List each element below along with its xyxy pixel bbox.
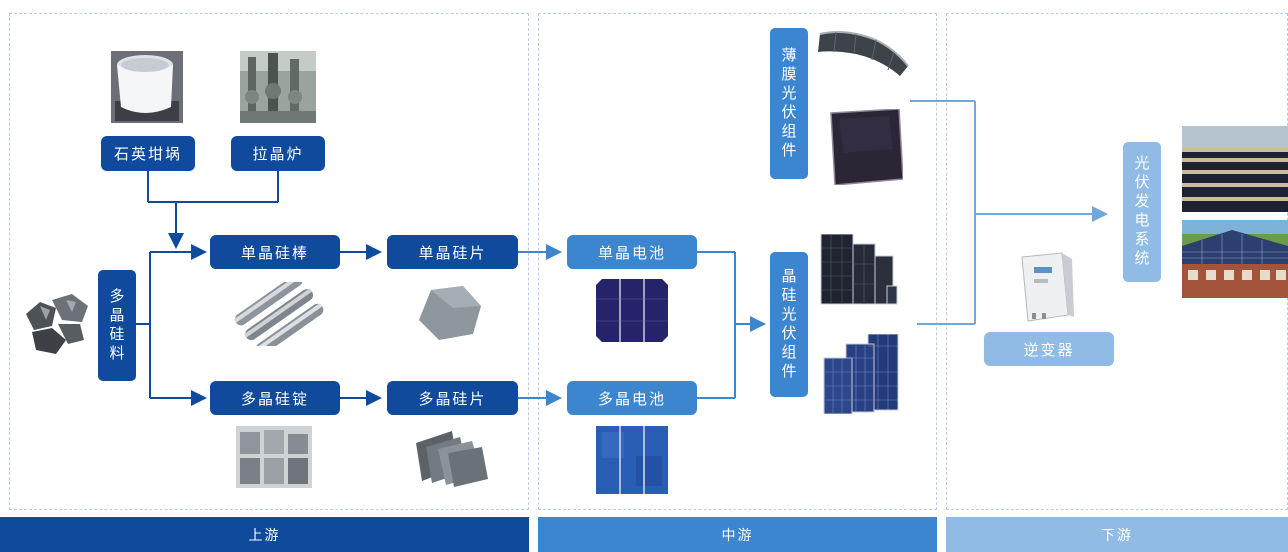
poly-panels-image bbox=[822, 333, 900, 415]
inverter-box: 逆变器 bbox=[984, 332, 1114, 366]
upstream-panel bbox=[9, 13, 529, 510]
mono-wafer-image bbox=[413, 282, 485, 342]
thin-film-panel-image bbox=[829, 108, 904, 186]
solar-farm-image bbox=[1182, 126, 1288, 212]
rooftop-solar-image bbox=[1182, 220, 1288, 298]
crystalline-panels-image bbox=[819, 233, 899, 308]
pv-system-box: 光伏发电系统 bbox=[1123, 142, 1161, 282]
poly-cell-image bbox=[596, 426, 668, 494]
polysilicon-material-image bbox=[22, 292, 90, 356]
poly-wafer-image bbox=[412, 425, 490, 489]
quartz-crucible-box: 石英坩埚 bbox=[101, 136, 195, 171]
upstream-band: 上游 bbox=[0, 517, 529, 552]
quartz-crucible-image bbox=[111, 51, 183, 123]
downstream-band: 下游 bbox=[946, 517, 1288, 552]
polysilicon-material-box: 多晶硅料 bbox=[98, 270, 136, 381]
thin-film-module-box: 薄膜光伏组件 bbox=[770, 28, 808, 179]
crystal-furnace-box: 拉晶炉 bbox=[231, 136, 325, 171]
upstream-lines bbox=[136, 171, 382, 406]
mono-ingot-box: 单晶硅棒 bbox=[210, 235, 340, 269]
midstream-panel bbox=[538, 13, 937, 510]
midstream-band: 中游 bbox=[538, 517, 937, 552]
mono-wafer-box: 单晶硅片 bbox=[387, 235, 518, 269]
inverter-image bbox=[1016, 251, 1074, 325]
poly-wafer-box: 多晶硅片 bbox=[387, 381, 518, 415]
mono-cell-image bbox=[596, 279, 668, 342]
poly-ingot-image bbox=[236, 426, 312, 488]
crystalline-module-box: 晶硅光伏组件 bbox=[770, 252, 808, 397]
midstream-lines bbox=[518, 244, 766, 406]
mono-ingot-image bbox=[233, 273, 327, 355]
thin-film-flexible-image bbox=[816, 26, 910, 88]
poly-ingot-box: 多晶硅锭 bbox=[210, 381, 340, 415]
crystal-furnace-image bbox=[240, 51, 316, 123]
downstream-lines bbox=[910, 100, 1108, 325]
poly-cell-box: 多晶电池 bbox=[567, 381, 697, 415]
mono-cell-box: 单晶电池 bbox=[567, 235, 697, 269]
